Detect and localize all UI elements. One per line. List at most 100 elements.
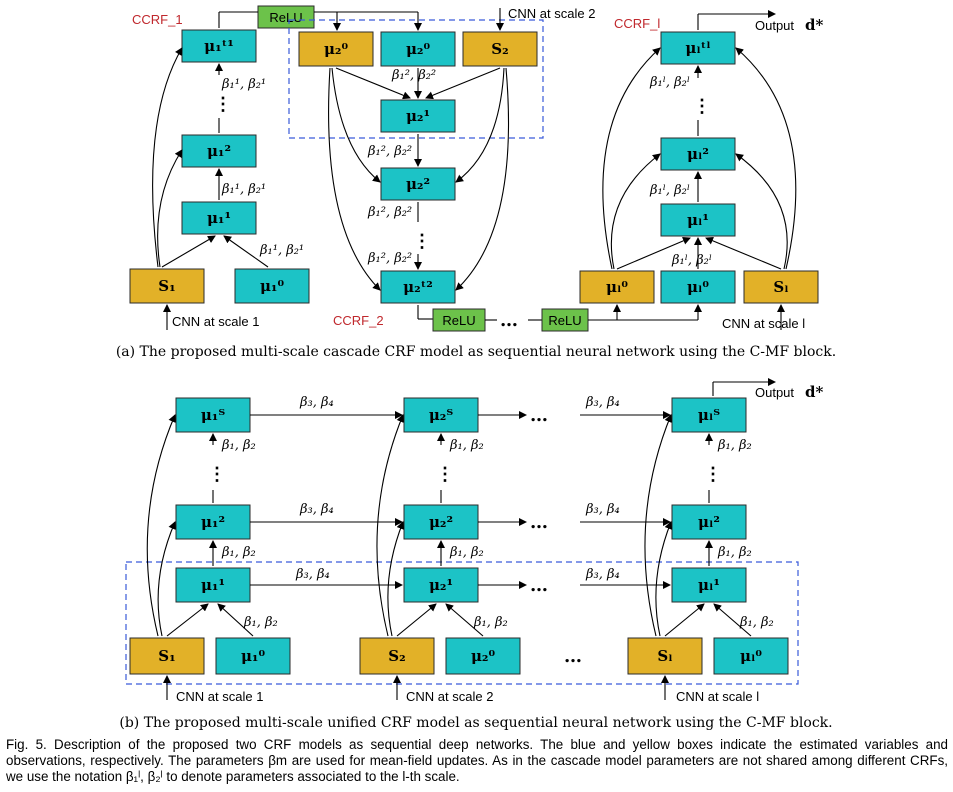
dashed-group-a [288, 19, 544, 139]
b-cnn-scale1-label: CNN at scale 1 [176, 689, 263, 704]
mu1-t1-label: μ₁ᵗ¹ [204, 37, 234, 55]
b-inter-3: β₃, β₄ [295, 567, 330, 582]
mu2-0b-box [380, 31, 456, 67]
b-intra-8: β₁, β₂ [717, 545, 752, 560]
param-a1: β₁¹, β₂¹ [221, 77, 266, 92]
sl-box [743, 270, 819, 304]
caption-a: (a) The proposed multi-scale cascade CRF… [116, 344, 836, 360]
mul-2-label: μₗ² [687, 145, 709, 163]
relu-1-label: ReLU [269, 10, 302, 25]
svg-text:…: … [530, 575, 548, 596]
mu2-t2-label: μ₂ᵗ² [403, 278, 433, 296]
figure-caption: Fig. 5. Description of the proposed two … [6, 737, 948, 784]
mu2-1-box [380, 99, 456, 133]
b-inter-6: β₃, β₄ [585, 567, 620, 582]
b-inter-1: β₃, β₄ [299, 395, 334, 410]
b-mu2-T-label: μ₂ᵀ [429, 406, 454, 424]
svg-text:⋮: ⋮ [436, 464, 454, 485]
param-b1: β₁², β₂² [391, 68, 436, 83]
vdots-a2: ⋮ [413, 231, 431, 252]
b-mul-T-label: μₗᵀ [698, 406, 720, 424]
ccrf2-label: CCRF_2 [333, 313, 384, 328]
mul-tl-box [660, 31, 736, 65]
svg-text:⋮: ⋮ [704, 464, 722, 485]
mul-0b-box [660, 270, 736, 304]
param-b4: β₁², β₂² [367, 251, 412, 266]
relu-1 [257, 5, 315, 29]
b-mu1-2-label: μ₁² [201, 513, 225, 531]
b-mu1-0-label: μ₁⁰ [241, 647, 266, 665]
param-a3: β₁¹, β₂¹ [259, 243, 304, 258]
ccrfl-label: CCRF_l [614, 16, 660, 31]
b-cnn-scale2-label: CNN at scale 2 [406, 689, 493, 704]
mu2-2-box [380, 167, 456, 201]
b-intra-5: β₁, β₂ [449, 545, 484, 560]
param-b3: β₁², β₂² [367, 205, 412, 220]
b-intra-3: β₁, β₂ [243, 615, 278, 630]
mu2-1-label: μ₂¹ [406, 107, 430, 125]
output-symbol-b: d* [805, 383, 823, 401]
b-mu2-2-label: μ₂² [429, 513, 453, 531]
b-s2-label: S₂ [388, 647, 405, 665]
b-mul-0-label: μₗ⁰ [740, 647, 762, 665]
b-mu2-1-label: μ₂¹ [429, 576, 453, 594]
s1-label: S₁ [158, 277, 175, 295]
b-sl-label: Sₗ [657, 647, 672, 665]
b-inter-4: β₃, β₄ [585, 395, 620, 410]
b-mu2-0-label: μ₂⁰ [471, 647, 496, 665]
output-symbol-a: d* [805, 16, 823, 34]
dashed-group-b [125, 561, 799, 685]
param-a2: β₁¹, β₂¹ [221, 182, 266, 197]
mul-0a-label: μₗ⁰ [606, 278, 628, 296]
mu1-1-box [181, 201, 257, 235]
b-intra-4: β₁, β₂ [449, 438, 484, 453]
mu2-0a-box [298, 31, 374, 67]
param-c2: β₁ˡ, β₂ˡ [649, 183, 690, 198]
param-c3: β₁ˡ, β₂ˡ [671, 253, 712, 268]
relu-chain-dots: … [500, 310, 518, 331]
cnn-scalel-label-a: CNN at scale l [722, 316, 805, 331]
panel-a: μ₁ᵗ¹ μ₁² μ₁¹ S₁ μ₁⁰ CCRF_1 CNN at scale … [116, 5, 836, 360]
b-intra-1: β₁, β₂ [221, 438, 256, 453]
svg-text:…: … [530, 512, 548, 533]
vdots-a1: ⋮ [214, 94, 232, 115]
output-label-a: Output [755, 18, 794, 33]
mu1-0-box [234, 268, 310, 304]
ccrf1-label: CCRF_1 [132, 12, 183, 27]
svg-text:…: … [530, 405, 548, 426]
caption-b: (b) The proposed multi-scale unified CRF… [119, 715, 832, 731]
mu1-0-label: μ₁⁰ [260, 277, 285, 295]
panel-b: μ₁ᵀ μ₁² μ₁¹ S₁ μ₁⁰ μ₂ᵀ μ₂² μ₂¹ S₂ μ₂⁰ μₗ… [119, 378, 833, 731]
vdots-a3: ⋮ [693, 96, 711, 117]
b-mul-2-label: μₗ² [698, 513, 720, 531]
cnn-scale1-label: CNN at scale 1 [172, 314, 259, 329]
relu-2-label: ReLU [442, 313, 475, 328]
b-intra-2: β₁, β₂ [221, 545, 256, 560]
relu-3-label: ReLU [548, 313, 581, 328]
s1-box [129, 268, 205, 304]
mu2-0b-label: μ₂⁰ [406, 40, 431, 58]
b-intra-6: β₁, β₂ [473, 615, 508, 630]
mu2-t2-box [380, 270, 456, 304]
mu2-2-label: μ₂² [406, 175, 430, 193]
mul-1-label: μₗ¹ [687, 211, 709, 229]
mul-0a-box [579, 270, 655, 304]
mu1-t1-box [181, 29, 257, 63]
mu1-1-label: μ₁¹ [207, 209, 231, 227]
mul-1-box [660, 203, 736, 237]
mul-tl-label: μₗᵗˡ [685, 39, 710, 57]
b-cnn-scalel-label: CNN at scale l [676, 689, 759, 704]
b-middle-dots: … [564, 646, 582, 667]
b-s1-label: S₁ [158, 647, 175, 665]
b-mu1-1-label: μ₁¹ [201, 576, 225, 594]
param-b2: β₁², β₂² [367, 144, 412, 159]
sl-label: Sₗ [773, 278, 788, 296]
b-intra-7: β₁, β₂ [717, 438, 752, 453]
mu1-2-box [181, 134, 257, 168]
b-mul-1-label: μₗ¹ [698, 576, 720, 594]
mu2-0a-label: μ₂⁰ [324, 40, 349, 58]
cnn-scale2-label: CNN at scale 2 [508, 6, 595, 21]
svg-text:⋮: ⋮ [208, 464, 226, 485]
mul-0b-label: μₗ⁰ [687, 278, 709, 296]
b-mu1-T-label: μ₁ᵀ [201, 406, 226, 424]
